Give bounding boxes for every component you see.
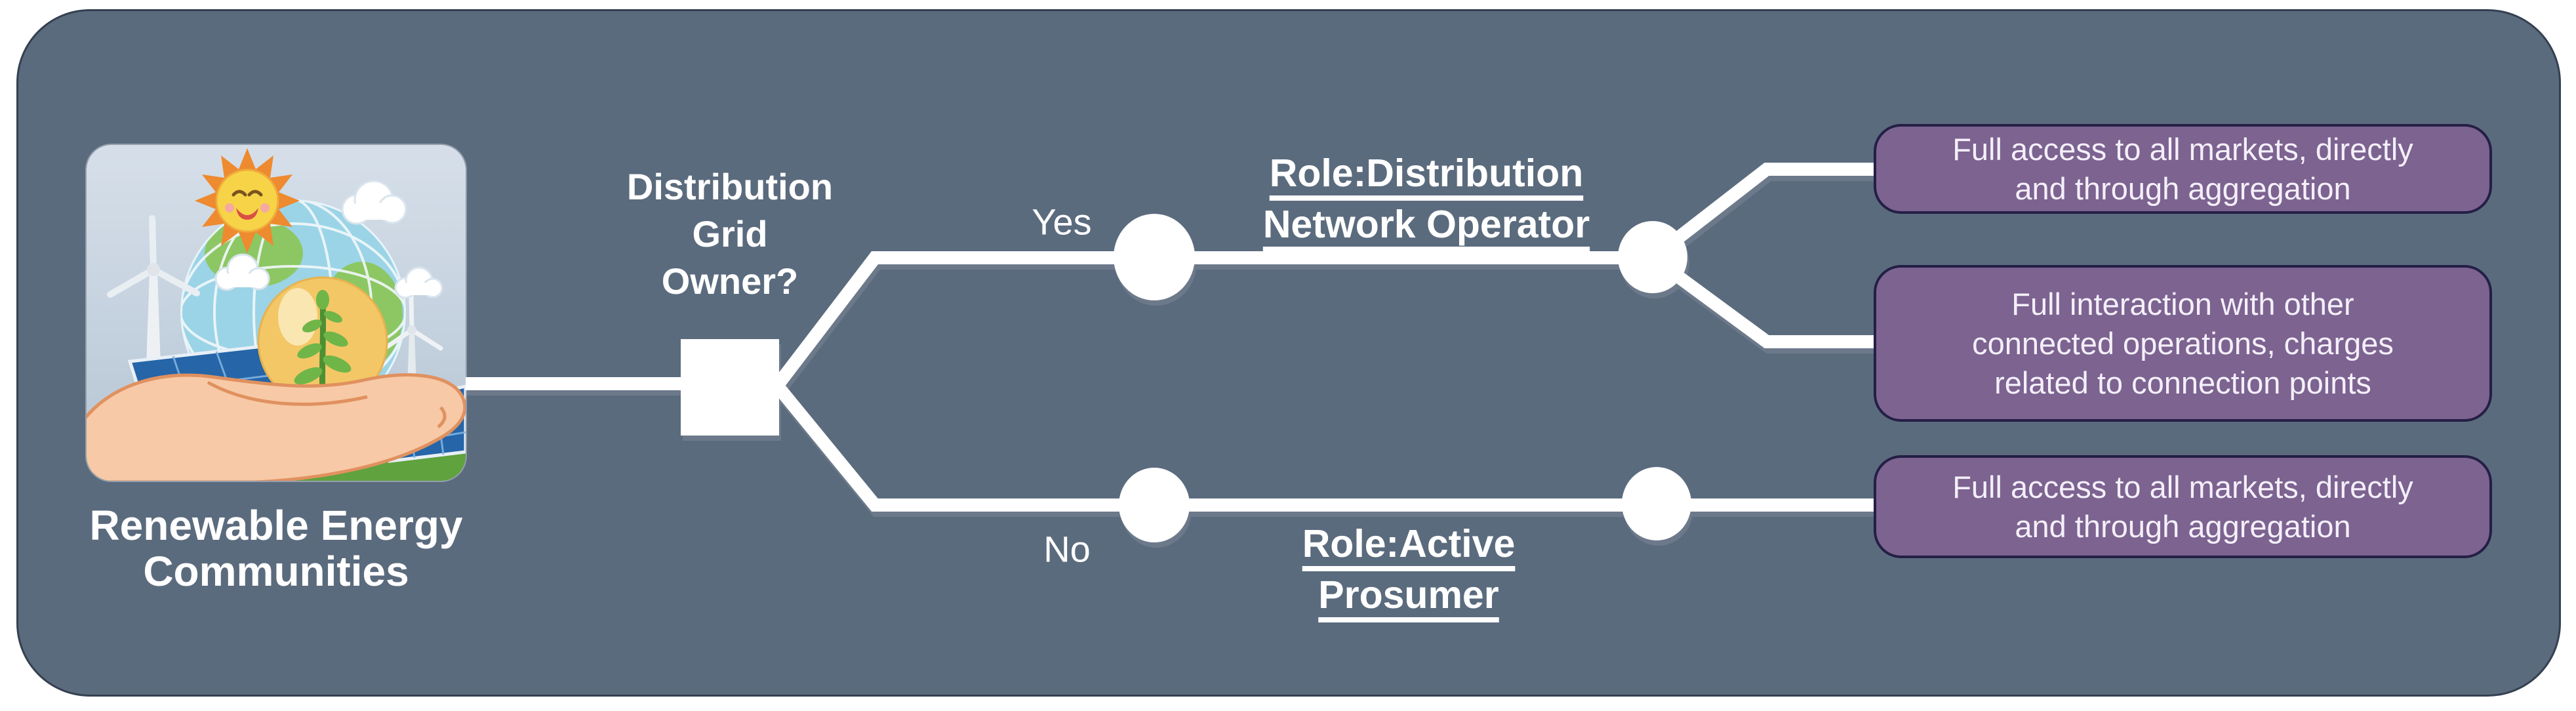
decision-question-label: Distribution Grid Owner? [626, 166, 834, 302]
role-distribution-network-operator-label: Role:Distribution Network Operator [1262, 152, 1590, 246]
no-role-node-icon [1622, 467, 1691, 540]
cloud-icon [214, 253, 270, 291]
role-active-prosumer-label: Role:Active Prosumer [1302, 522, 1516, 617]
cloud-icon [341, 180, 407, 225]
connector-no-branch [772, 381, 1876, 512]
connector-yes-outcome-1 [1648, 163, 1876, 263]
hand-icon [87, 373, 466, 481]
outcome-box-full-market-access-yes: Full access to all markets, directly and… [1874, 124, 2492, 214]
yes-branch-node-icon [1114, 214, 1195, 300]
yes-role-node-icon [1618, 221, 1687, 293]
sun-icon [195, 148, 300, 253]
no-branch-label: No [1043, 528, 1091, 570]
yes-branch-label: Yes [1032, 201, 1092, 243]
outcome-box-full-interaction: Full interaction with other connected op… [1874, 265, 2492, 422]
source-caption: Renewable Energy Communities [89, 502, 463, 595]
decision-node-square [681, 339, 779, 436]
connector-yes-outcome-2 [1649, 252, 1876, 348]
renewable-energy-card [87, 145, 466, 481]
no-branch-node-icon [1119, 468, 1190, 542]
cloud-icon [394, 266, 443, 299]
hand-holding-renewable-energy-illustration [87, 148, 466, 481]
connector-yes-branch [772, 251, 1653, 390]
outcome-box-full-market-access-no: Full access to all markets, directly and… [1874, 455, 2492, 558]
